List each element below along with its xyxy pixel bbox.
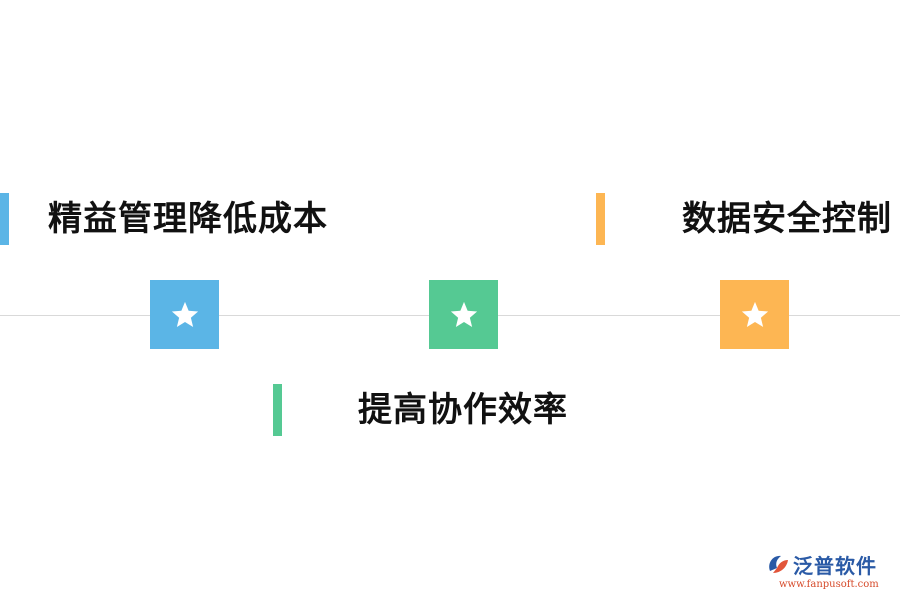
star-icon xyxy=(171,301,198,327)
logo-mark-icon xyxy=(769,555,788,573)
star-box-3 xyxy=(720,280,789,349)
accent-bar-2 xyxy=(273,384,282,436)
brand-logo: 泛普软件 www.fanpusoft.com xyxy=(765,550,890,596)
logo-name: 泛普软件 xyxy=(793,553,877,578)
accent-bar-1 xyxy=(0,193,9,245)
star-box-1 xyxy=(150,280,219,349)
item-label-2: 提高协作效率 xyxy=(358,390,568,430)
accent-bar-3 xyxy=(596,193,605,245)
star-box-2 xyxy=(429,280,498,349)
logo-url: www.fanpusoft.com xyxy=(779,579,879,590)
star-icon xyxy=(450,301,477,327)
item-label-1: 精益管理降低成本 xyxy=(48,199,328,239)
star-icon xyxy=(741,301,768,327)
item-label-3: 数据安全控制 xyxy=(682,199,892,239)
